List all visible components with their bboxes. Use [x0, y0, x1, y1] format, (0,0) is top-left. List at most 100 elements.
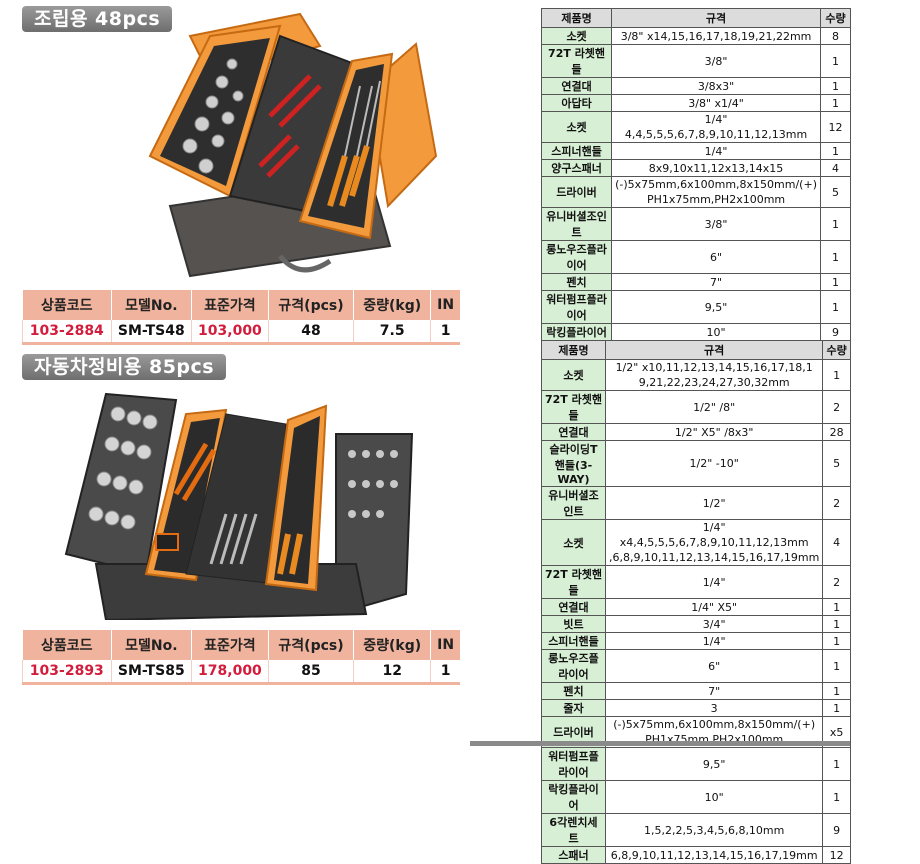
header-product-name: 제품명 — [540, 8, 613, 28]
item-name: 스피너핸들 — [540, 142, 613, 160]
item-spec: 1/4" — [604, 632, 824, 650]
toolbox-photo-48pcs — [130, 6, 446, 278]
header-model-no: 모델No. — [110, 290, 192, 320]
item-quantity: 1 — [819, 240, 852, 274]
item-quantity: 2 — [822, 390, 851, 424]
weight-cell: 12 — [353, 660, 431, 685]
item-quantity: 5 — [822, 440, 851, 487]
item-name: 소켓 — [541, 519, 606, 566]
product-table-header-row: 상품코드 모델No. 표준가격 규격(pcs) 중량(kg) IN — [22, 630, 460, 660]
item-name: 72T 라쳇핸들 — [541, 565, 606, 599]
item-spec: 1/4" X5" — [604, 598, 824, 616]
item-spec: (-)5x75mm,6x100mm,8x150mm/(+) PH1x75mm,P… — [611, 176, 821, 208]
item-spec: 7" — [604, 682, 824, 700]
item-spec: 9,5" — [611, 290, 821, 324]
header-standard-price: 표준가격 — [191, 630, 269, 660]
item-name: 소켓 — [541, 359, 606, 391]
item-quantity: 1 — [819, 77, 852, 95]
header-weight-kg: 중량(kg) — [353, 290, 431, 320]
item-spec: 3/8" x14,15,16,17,18,19,21,22mm — [611, 27, 821, 45]
item-quantity: 2 — [822, 565, 851, 599]
header-standard-price: 표준가격 — [191, 290, 269, 320]
header-spec-pcs: 규격(pcs) — [267, 630, 354, 660]
spec-table-row: 슬라이딩T핸들(3-WAY)1/2" -10"5 — [541, 440, 851, 487]
price-cell: 103,000 — [191, 320, 269, 345]
item-name: 양구스패너 — [540, 159, 613, 177]
item-quantity: 1 — [819, 290, 852, 324]
item-name: 락킹플라이어 — [541, 780, 606, 814]
item-name: 연결대 — [541, 423, 606, 441]
item-quantity: 1 — [819, 273, 852, 291]
item-name: 연결대 — [540, 77, 613, 95]
product-code-cell: 103-2884 — [22, 320, 112, 345]
item-name: 드라이버 — [540, 176, 613, 208]
model-no-cell: SM-TS48 — [110, 320, 192, 345]
item-name: 72T 라쳇핸들 — [540, 44, 613, 78]
item-spec: 1/2" — [604, 486, 824, 520]
item-quantity: 9 — [822, 813, 851, 847]
item-spec: 1/4" — [611, 142, 821, 160]
product-table-data-row: 103-2893 SM-TS85 178,000 85 12 1 — [22, 660, 460, 685]
item-spec: 3/8" — [611, 44, 821, 78]
item-spec: 1/2" x10,11,12,13,14,15,16,17,18,1 9,21,… — [604, 359, 824, 391]
item-quantity: 4 — [822, 519, 851, 566]
item-spec: 1/2" -10" — [604, 440, 824, 487]
item-spec: 1/2" X5" /8x3" — [604, 423, 824, 441]
item-quantity: 9 — [819, 323, 852, 341]
header-product-code: 상품코드 — [22, 290, 112, 320]
item-name: 아답타 — [540, 94, 613, 112]
section-title-48pcs: 조립용 48pcs — [22, 6, 173, 32]
item-quantity: 1 — [822, 699, 851, 717]
spec-table-row: 드라이버(-)5x75mm,6x100mm,8x150mm/(+) PH1x75… — [540, 176, 852, 208]
item-spec: 1/2" /8" — [604, 390, 824, 424]
product-code-cell: 103-2893 — [22, 660, 112, 685]
item-name: 소켓 — [540, 27, 613, 45]
header-quantity: 수량 — [819, 8, 852, 28]
item-spec: 6" — [611, 240, 821, 274]
item-spec: 1/4" x4,4,5,5,5,6,7,8,9,10,11,12,13mm ,6… — [604, 519, 824, 566]
item-spec: 6,8,9,10,11,12,13,14,15,16,17,19mm — [604, 846, 824, 864]
item-name: 롱노우즈플라이어 — [540, 240, 613, 274]
header-spec: 규격 — [604, 340, 824, 360]
item-quantity: 1 — [819, 44, 852, 78]
item-quantity: 2 — [822, 486, 851, 520]
item-name: 워터펌프플라이어 — [541, 747, 606, 781]
item-quantity: 1 — [822, 615, 851, 633]
item-spec: 1/4" 4,4,5,5,5,6,7,8,9,10,11,12,13mm — [611, 111, 821, 143]
item-spec: 3/8x3" — [611, 77, 821, 95]
item-quantity: 1 — [822, 598, 851, 616]
header-product-code: 상품코드 — [22, 630, 112, 660]
item-spec: 3/4" — [604, 615, 824, 633]
item-quantity: 1 — [819, 207, 852, 241]
in-cell: 1 — [430, 660, 460, 685]
item-quantity: 1 — [822, 682, 851, 700]
pcs-cell: 48 — [267, 320, 354, 345]
item-name: 펜치 — [540, 273, 613, 291]
pcs-cell: 85 — [267, 660, 354, 685]
item-name: 스패너 — [541, 846, 606, 864]
item-spec: 1,5,2,2,5,3,4,5,6,8,10mm — [604, 813, 824, 847]
item-name: 연결대 — [541, 598, 606, 616]
item-spec: 8x9,10x11,12x13,14x15 — [611, 159, 821, 177]
item-spec: 10" — [604, 780, 824, 814]
